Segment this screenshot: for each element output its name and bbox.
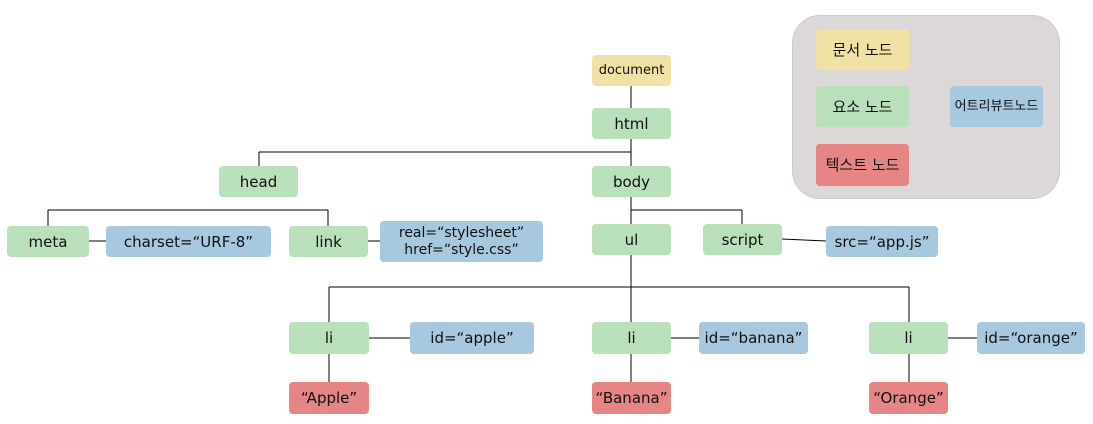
meta-node: meta [7, 226, 89, 257]
id-banana-attribute: id=“banana” [699, 322, 808, 354]
apple-text-node: “Apple” [289, 382, 369, 414]
legend-attribute-node: 어트리뷰트노드 [950, 86, 1043, 127]
link-href-attribute: href=“style.css” [404, 241, 519, 258]
banana-text-node: “Banana” [592, 382, 671, 414]
orange-text-node: “Orange” [869, 382, 948, 414]
ul-node: ul [592, 224, 671, 255]
script-node: script [703, 224, 782, 255]
head-node: head [219, 166, 298, 197]
legend-document-node: 문서 노드 [816, 29, 909, 70]
legend-text-node: 텍스트 노드 [816, 144, 909, 186]
script-src-attribute: src=“app.js” [826, 226, 938, 257]
legend-element-node: 요소 노드 [816, 86, 909, 127]
link-rel-attribute: real=“stylesheet” [398, 224, 525, 241]
body-node: body [592, 166, 671, 197]
charset-attribute: charset=“URF-8” [106, 226, 271, 257]
id-apple-attribute: id=“apple” [410, 322, 534, 354]
li-node-2: li [592, 322, 671, 354]
li-node-1: li [289, 322, 369, 354]
link-node: link [289, 226, 368, 257]
link-attributes: real=“stylesheet” href=“style.css” [380, 221, 543, 262]
li-node-3: li [869, 322, 948, 354]
html-node: html [592, 108, 671, 139]
id-orange-attribute: id=“orange” [977, 322, 1085, 354]
document-node: document [592, 55, 671, 86]
